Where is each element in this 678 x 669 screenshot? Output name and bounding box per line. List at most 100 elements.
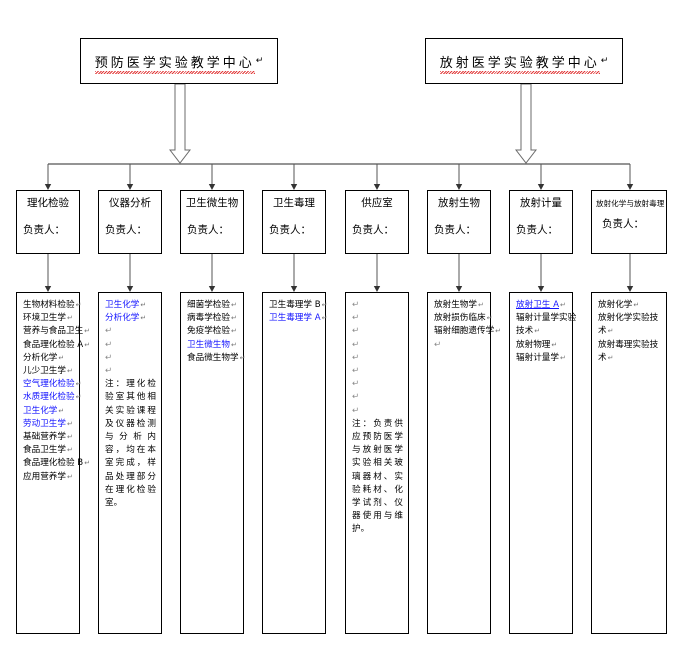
course-list-radiation-biology[interactable]: 放射生物学↵ 放射损伤临床↵ 辐射细胞遗传学↵ ↵ <box>427 292 502 634</box>
list-item: 术↵ <box>598 352 614 363</box>
dept-owner: 负责人： <box>602 218 644 230</box>
list-item: 放射物理↵ <box>516 339 558 350</box>
list-item-highlight: 卫生毒理学 A↵ <box>269 313 328 324</box>
list-item-highlight: 放射卫生 A↵ <box>516 300 566 310</box>
list-item: 食品理化检验 B↵ <box>23 458 91 469</box>
course-list: 卫生毒理学 B↵ 卫生毒理学 A↵ <box>269 299 328 325</box>
dept-name: 放射计量 <box>520 197 562 209</box>
dept-box-hygiene-toxicology[interactable]: 卫生毒理 负责人： <box>262 190 326 254</box>
block-arrow-radiology <box>514 83 538 164</box>
list-item-highlight: 卫生微生物↵ <box>187 339 237 350</box>
dept-name: 放射生物 <box>438 197 480 209</box>
list-item: 生物材料检验↵ <box>23 300 82 310</box>
list-item-blank: ↵ <box>352 392 360 403</box>
list-item: 应用营养学↵ <box>23 471 73 482</box>
list-item-highlight: 分析化学↵ <box>105 313 147 324</box>
dept-box-instrument-analysis[interactable]: 仪器分析 负责人： <box>98 190 162 254</box>
dept-owner: 负责人： <box>105 224 147 236</box>
course-list: 放射化学↵ 放射化学实验技 术↵ 放射毒理实验技 术↵ <box>598 299 661 365</box>
list-item: 术↵ <box>598 326 614 337</box>
list-item-highlight: 空气理化检验↵ <box>23 379 82 390</box>
block-arrow-prevention <box>168 83 192 164</box>
dept-name: 卫生微生物 <box>185 197 239 209</box>
list-item: 病毒学检验↵ <box>187 313 237 324</box>
list-item: 技术↵ <box>516 326 541 337</box>
dept-box-hygiene-microbiology[interactable]: 卫生微生物 负责人： <box>180 190 244 254</box>
list-item: 放射化学↵ <box>598 300 640 310</box>
course-list: 细菌学检验↵ 病毒学检验↵ 免疫学检验↵ 卫生微生物↵ 食品微生物学↵ <box>187 299 246 365</box>
node-prevention-center-label: 预防医学实验教学中心 <box>94 52 255 74</box>
course-list: 卫生化学↵ 分析化学↵ ↵ ↵ ↵ ↵ <box>105 299 156 378</box>
dept-owner: 负责人： <box>269 224 311 236</box>
dept-name: 仪器分析 <box>109 197 151 209</box>
list-item: 放射毒理实验技 <box>598 339 659 350</box>
list-item: 放射损伤临床↵ <box>434 313 493 324</box>
course-list-hygiene-microbiology[interactable]: 细菌学检验↵ 病毒学检验↵ 免疫学检验↵ 卫生微生物↵ 食品微生物学↵ <box>180 292 246 634</box>
list-item-blank: ↵ <box>105 326 113 337</box>
list-item-blank: ↵ <box>352 379 360 390</box>
list-item: 辐射计量学↵ <box>516 352 566 363</box>
list-item: 辐射计量学实验 <box>516 313 577 324</box>
list-item-blank: ↵ <box>434 339 442 350</box>
list-item: 环境卫生学↵ <box>23 313 73 324</box>
column-note: 注：理化检验室其他相关实验课程及仪器检测与分析内容，均在本室完成，样品处理部分在… <box>105 379 156 509</box>
list-item-blank: ↵ <box>352 405 360 416</box>
dept-box-radiation-biology[interactable]: 放射生物 负责人： <box>427 190 491 254</box>
dept-owner: 负责人： <box>434 224 476 236</box>
list-item: 食品微生物学↵ <box>187 352 246 363</box>
list-item-blank: ↵ <box>352 366 360 377</box>
list-item: 卫生毒理学 B↵ <box>269 300 328 310</box>
dept-name: 放射化学与放射毒理 <box>596 199 665 208</box>
list-item: 辐射细胞遗传学↵ <box>434 326 502 337</box>
course-list-radiochemistry-toxicology[interactable]: 放射化学↵ 放射化学实验技 术↵ 放射毒理实验技 术↵ <box>591 292 667 634</box>
course-list: 生物材料检验↵ 环境卫生学↵ 营养与食品卫生↵ 食品理化检验 A↵ 分析化学↵ … <box>23 299 91 484</box>
pilcrow-mark: ↵ <box>255 56 264 66</box>
list-item: 放射生物学↵ <box>434 300 484 310</box>
dept-name: 卫生毒理 <box>273 197 315 209</box>
pilcrow-mark: ↵ <box>600 56 609 66</box>
node-prevention-center[interactable]: 预防医学实验教学中心 ↵ <box>80 38 278 84</box>
course-list-physicochemical-testing[interactable]: 生物材料检验↵ 环境卫生学↵ 营养与食品卫生↵ 食品理化检验 A↵ 分析化学↵ … <box>16 292 91 634</box>
course-list-supply-room[interactable]: ↵ ↵ ↵ ↵ ↵ ↵ ↵ ↵ ↵ 注：负责供应预防医学与放射医学实验相关玻璃器… <box>345 292 409 634</box>
list-item: 食品卫生学↵ <box>23 445 73 456</box>
list-item: 食品理化检验 A↵ <box>23 339 91 350</box>
course-list-radiation-dosimetry[interactable]: 放射卫生 A↵ 辐射计量学实验 技术↵ 放射物理↵ 辐射计量学↵ <box>509 292 577 634</box>
dept-owner: 负责人： <box>187 224 229 236</box>
list-item-highlight: 卫生化学↵ <box>23 405 65 416</box>
list-item-blank: ↵ <box>352 300 360 310</box>
list-item-blank: ↵ <box>105 339 113 350</box>
list-item-blank: ↵ <box>105 366 113 377</box>
course-list-instrument-analysis[interactable]: 卫生化学↵ 分析化学↵ ↵ ↵ ↵ ↵ 注：理化检验室其他相关实验课程及仪器检测… <box>98 292 162 634</box>
list-item: 分析化学↵ <box>23 352 65 363</box>
column-note: 注：负责供应预防医学与放射医学实验相关玻璃器材、实验耗材、化学试剂、仪器使用与维… <box>352 418 403 535</box>
list-item: 营养与食品卫生↵ <box>23 326 91 337</box>
course-list: ↵ ↵ ↵ ↵ ↵ ↵ ↵ ↵ ↵ <box>352 299 403 418</box>
list-item-blank: ↵ <box>352 326 360 337</box>
list-item-blank: ↵ <box>352 352 360 363</box>
dept-box-radiochemistry-toxicology[interactable]: 放射化学与放射毒理 负责人： <box>591 190 667 254</box>
dept-owner: 负责人： <box>23 224 65 236</box>
course-list-hygiene-toxicology[interactable]: 卫生毒理学 B↵ 卫生毒理学 A↵ <box>262 292 328 634</box>
list-item: 细菌学检验↵ <box>187 300 237 310</box>
list-item-blank: ↵ <box>105 352 113 363</box>
list-item-highlight: 劳动卫生学↵ <box>23 418 73 429</box>
list-item: 放射化学实验技 <box>598 313 659 324</box>
dept-box-physicochemical-testing[interactable]: 理化检验 负责人： <box>16 190 80 254</box>
node-radiology-center-label: 放射医学实验教学中心 <box>439 52 600 74</box>
dept-owner: 负责人： <box>352 224 394 236</box>
list-item: 基础营养学↵ <box>23 432 73 443</box>
list-item: 儿少卫生学↵ <box>23 366 73 377</box>
node-radiology-center[interactable]: 放射医学实验教学中心 ↵ <box>425 38 623 84</box>
list-item: 免疫学检验↵ <box>187 326 237 337</box>
dept-name: 供应室 <box>361 197 393 209</box>
dept-name: 理化检验 <box>27 197 69 209</box>
list-item-highlight: 水质理化检验↵ <box>23 392 82 403</box>
dept-box-radiation-dosimetry[interactable]: 放射计量 负责人： <box>509 190 573 254</box>
course-list: 放射生物学↵ 放射损伤临床↵ 辐射细胞遗传学↵ ↵ <box>434 299 502 352</box>
dept-box-supply-room[interactable]: 供应室 负责人： <box>345 190 409 254</box>
list-item-blank: ↵ <box>352 339 360 350</box>
course-list: 放射卫生 A↵ 辐射计量学实验 技术↵ 放射物理↵ 辐射计量学↵ <box>516 299 577 365</box>
list-item-blank: ↵ <box>352 313 360 324</box>
list-item-highlight: 卫生化学↵ <box>105 300 147 310</box>
